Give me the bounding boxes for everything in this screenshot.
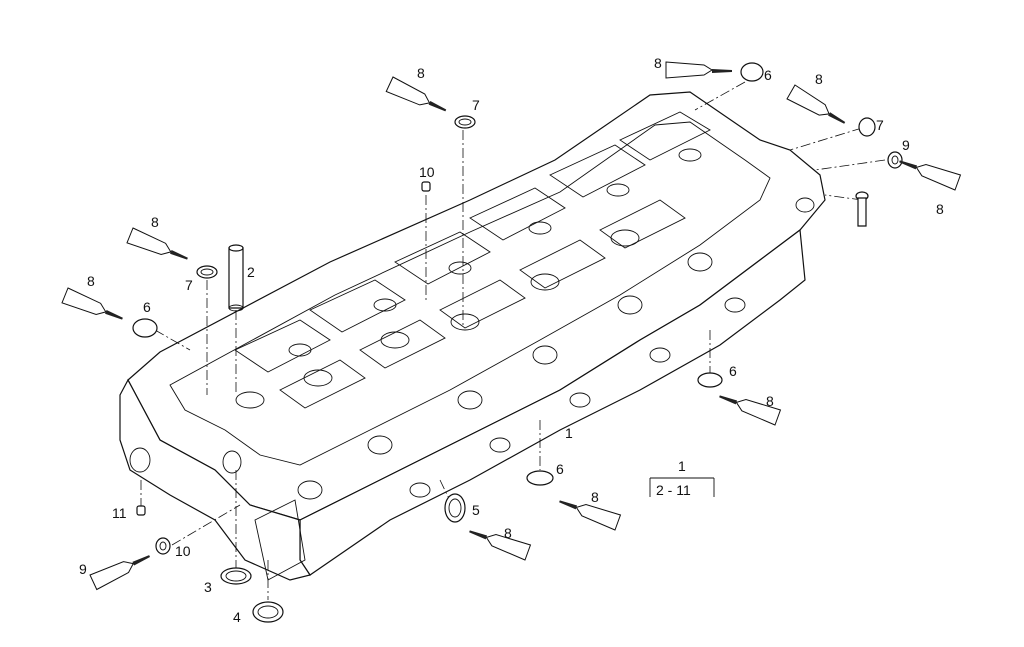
callout-7: 7	[472, 97, 480, 113]
part-7-seal-ring	[196, 115, 876, 279]
tube-8	[469, 530, 532, 561]
part-9-fitting	[155, 151, 903, 555]
tube-8	[786, 84, 846, 124]
callout-8: 8	[591, 489, 599, 505]
legend-range: 2 - 11	[656, 482, 691, 498]
legend-box: 1 2 - 11	[649, 458, 715, 498]
callout-4: 4	[233, 609, 241, 625]
callout-10: 11	[112, 505, 127, 521]
callout-7: 7	[185, 277, 193, 293]
callout-8: 8	[654, 55, 662, 71]
callout-8: 8	[417, 65, 425, 81]
callout-9: 10	[175, 543, 191, 559]
tube-8	[89, 555, 150, 591]
part-5-seal	[444, 493, 466, 523]
tube-8	[385, 76, 447, 112]
callout-8: 8	[815, 71, 823, 87]
callout-8: 8	[87, 273, 95, 289]
part-6-plug	[132, 62, 764, 486]
tube-8	[61, 287, 123, 320]
callout-8: 9	[79, 561, 87, 577]
callout-6: 6	[556, 461, 564, 477]
assembly-lines	[140, 81, 886, 600]
callout-5: 5	[472, 502, 480, 518]
tube-8	[665, 61, 732, 79]
callout-8: 8	[504, 525, 512, 541]
part-4-ring	[252, 601, 284, 623]
callout-10: 10	[419, 164, 435, 180]
part-3-ring	[220, 567, 252, 585]
callout-8: 8	[151, 214, 159, 230]
part-11-bolt	[855, 191, 869, 227]
tube-8	[719, 395, 782, 426]
cylinder-head-body	[119, 91, 826, 581]
callout-8: 8	[766, 393, 774, 409]
parts	[132, 62, 903, 623]
legend-main-number: 1	[678, 458, 686, 474]
tube-8	[126, 227, 188, 260]
part-10-pin	[136, 181, 431, 516]
callout-7: 7	[876, 117, 884, 133]
callout-3: 3	[204, 579, 212, 595]
callout-6: 6	[729, 363, 737, 379]
callout-9: 9	[902, 137, 910, 153]
tube-8	[899, 160, 962, 191]
part-2-sleeve	[228, 244, 244, 312]
tube-8	[559, 500, 622, 531]
callouts: 1 2 3 4 5 6 6 6 6 7 7 7 8 8 8 8 8 8 8 8 …	[79, 55, 944, 625]
callout-1: 1	[565, 425, 573, 441]
callout-2: 2	[247, 264, 255, 280]
callout-8: 8	[936, 201, 944, 217]
callout-6: 6	[143, 299, 151, 315]
sealant-tubes	[61, 61, 962, 591]
callout-6: 6	[764, 67, 772, 83]
